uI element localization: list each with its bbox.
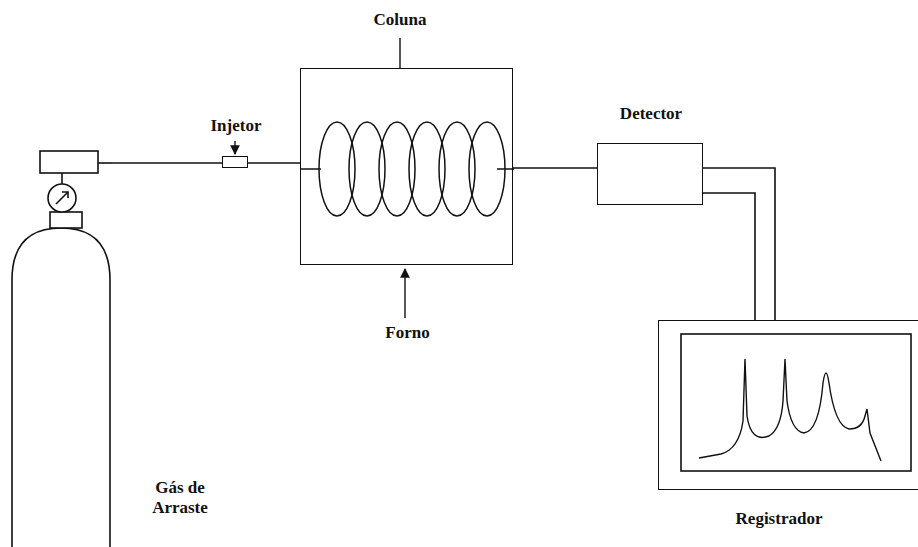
detector-box: Detector — [597, 143, 703, 205]
part-label: Registrador — [699, 509, 859, 529]
gas-cylinder: Gás de Arraste — [10, 148, 112, 547]
recorder-box: Registrador — [658, 320, 918, 490]
part-label: Coluna — [340, 10, 460, 30]
chromatogram-trace — [699, 359, 881, 461]
part-label: Forno — [301, 323, 514, 343]
gas-line — [513, 167, 597, 169]
part-label: Detector — [578, 104, 724, 124]
recorder-screen — [659, 321, 918, 491]
injector-leader — [234, 141, 235, 154]
gas-line — [703, 168, 775, 320]
oven-box: Forno — [300, 68, 513, 265]
injector-box: Injetor — [222, 156, 248, 168]
part-label: Injetor — [183, 116, 289, 136]
part-label: Gás de Arraste — [138, 478, 222, 519]
column-coil — [301, 69, 514, 266]
oven-leader — [404, 269, 405, 318]
gas-line — [248, 162, 300, 164]
cylinder-illustration — [10, 148, 112, 547]
gas-line — [112, 162, 222, 164]
